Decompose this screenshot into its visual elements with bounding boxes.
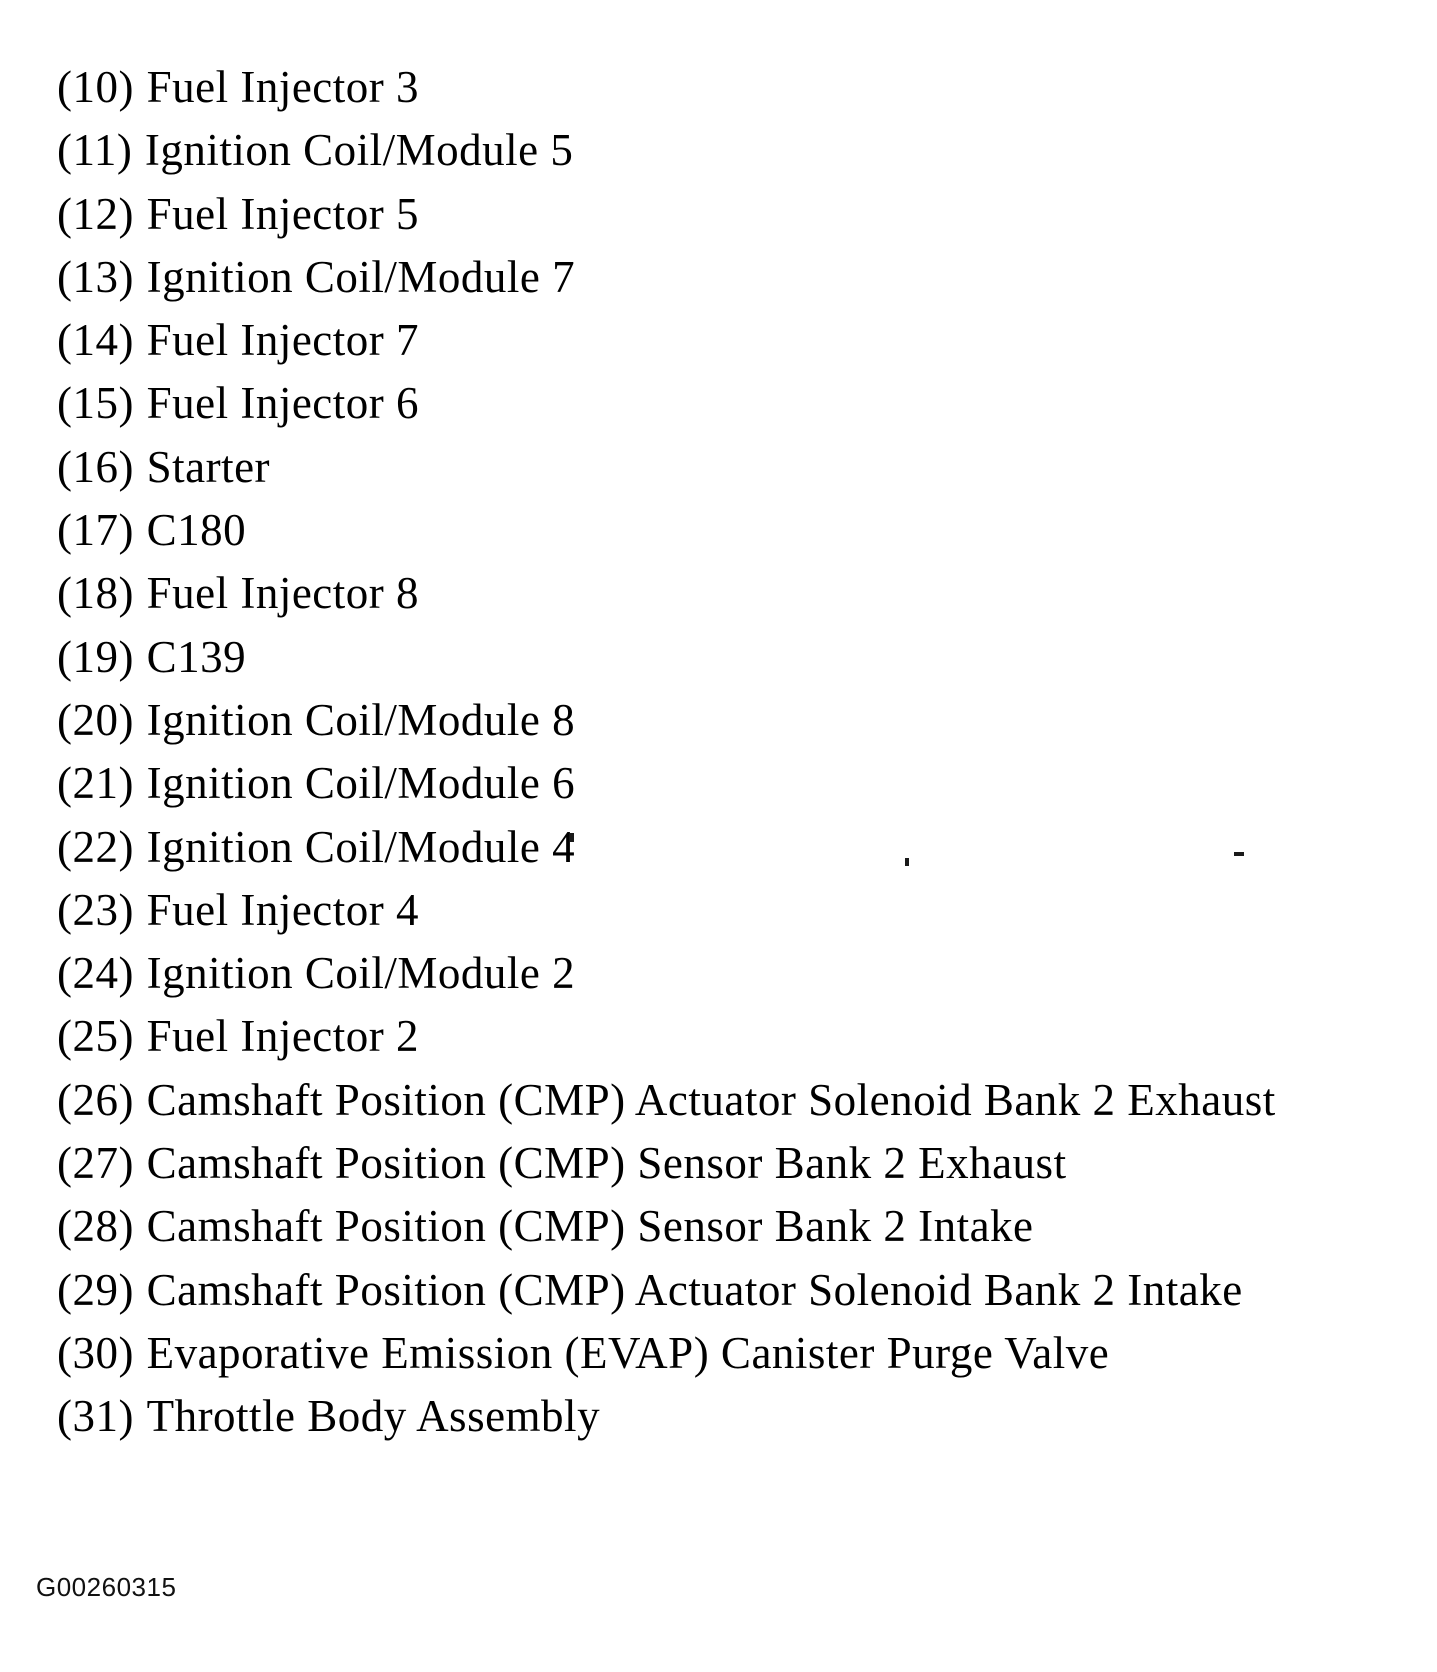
list-item: (31)Throttle Body Assembly bbox=[57, 1385, 1276, 1448]
item-number: (23) bbox=[57, 884, 134, 935]
scan-speck bbox=[1234, 852, 1244, 856]
list-item: (28)Camshaft Position (CMP) Sensor Bank … bbox=[57, 1195, 1276, 1258]
item-number: (10) bbox=[57, 62, 134, 112]
item-label: Fuel Injector 3 bbox=[146, 62, 420, 112]
item-label: Ignition Coil/Module 2 bbox=[146, 948, 576, 999]
item-number: (11) bbox=[57, 125, 133, 176]
list-item: (19)C139 bbox=[57, 626, 1276, 689]
item-number: (24) bbox=[57, 948, 134, 999]
list-item: (14)Fuel Injector 7 bbox=[57, 309, 1276, 372]
list-item: (27)Camshaft Position (CMP) Sensor Bank … bbox=[57, 1132, 1276, 1195]
item-number: (14) bbox=[57, 315, 134, 366]
figure-code: G00260315 bbox=[36, 1572, 177, 1602]
item-number: (16) bbox=[57, 441, 134, 492]
item-label: Camshaft Position (CMP) Actuator Solenoi… bbox=[146, 1074, 1276, 1125]
list-item: (18)Fuel Injector 8 bbox=[57, 562, 1276, 625]
list-item: (20)Ignition Coil/Module 8 bbox=[57, 689, 1276, 752]
list-item: (17)C180 bbox=[57, 499, 1276, 562]
item-label: Ignition Coil/Module 6 bbox=[146, 758, 576, 809]
item-label: Fuel Injector 7 bbox=[146, 315, 420, 366]
item-label: Fuel Injector 8 bbox=[146, 568, 420, 619]
item-number: (26) bbox=[57, 1074, 134, 1125]
item-number: (18) bbox=[57, 568, 134, 619]
item-label: Camshaft Position (CMP) Sensor Bank 2 Ex… bbox=[146, 1138, 1067, 1189]
item-number: (21) bbox=[57, 758, 134, 809]
item-number: (27) bbox=[57, 1138, 134, 1189]
item-label: Camshaft Position (CMP) Sensor Bank 2 In… bbox=[146, 1201, 1034, 1252]
item-label: Evaporative Emission (EVAP) Canister Pur… bbox=[146, 1327, 1110, 1378]
list-item: (12)Fuel Injector 5 bbox=[57, 183, 1276, 246]
item-number: (19) bbox=[57, 631, 134, 682]
list-item: (30)Evaporative Emission (EVAP) Canister… bbox=[57, 1322, 1276, 1385]
list-item: (16)Starter bbox=[57, 436, 1276, 499]
list-item: (13)Ignition Coil/Module 7 bbox=[57, 246, 1276, 309]
item-number: (13) bbox=[57, 251, 134, 302]
item-label: Ignition Coil/Module 4 bbox=[146, 821, 576, 872]
item-label: Starter bbox=[146, 441, 271, 492]
item-number: (28) bbox=[57, 1201, 134, 1252]
item-number: (12) bbox=[57, 188, 134, 239]
list-item: (23)Fuel Injector 4 bbox=[57, 879, 1276, 942]
item-number: (22) bbox=[57, 821, 134, 872]
item-label: Throttle Body Assembly bbox=[146, 1391, 601, 1442]
list-item: (26)Camshaft Position (CMP) Actuator Sol… bbox=[57, 1069, 1276, 1132]
item-number: (25) bbox=[57, 1011, 134, 1062]
component-list: (10)Fuel Injector 3 (11)Ignition Coil/Mo… bbox=[57, 56, 1276, 1449]
list-item: (22)Ignition Coil/Module 4 bbox=[57, 816, 1276, 879]
item-label: Fuel Injector 5 bbox=[146, 188, 420, 239]
item-number: (17) bbox=[57, 505, 134, 556]
item-label: Fuel Injector 2 bbox=[146, 1011, 420, 1062]
item-number: (31) bbox=[57, 1391, 134, 1442]
scan-speck bbox=[570, 833, 574, 842]
item-number: (15) bbox=[57, 378, 134, 429]
list-item: (21)Ignition Coil/Module 6 bbox=[57, 752, 1276, 815]
list-item: (10)Fuel Injector 3 bbox=[57, 56, 1276, 119]
item-label: Camshaft Position (CMP) Actuator Solenoi… bbox=[146, 1264, 1243, 1315]
item-label: Fuel Injector 6 bbox=[146, 378, 420, 429]
item-label: Ignition Coil/Module 8 bbox=[146, 694, 576, 745]
item-label: Fuel Injector 4 bbox=[146, 884, 420, 935]
list-item: (15)Fuel Injector 6 bbox=[57, 372, 1276, 435]
list-item: (24)Ignition Coil/Module 2 bbox=[57, 942, 1276, 1005]
item-number: (20) bbox=[57, 694, 134, 745]
item-label: Ignition Coil/Module 5 bbox=[144, 125, 574, 176]
item-number: (30) bbox=[57, 1327, 134, 1378]
list-item: (29)Camshaft Position (CMP) Actuator Sol… bbox=[57, 1259, 1276, 1322]
scan-speck bbox=[905, 858, 909, 866]
list-item: (25)Fuel Injector 2 bbox=[57, 1005, 1276, 1068]
item-label: C180 bbox=[146, 505, 247, 556]
item-label: Ignition Coil/Module 7 bbox=[146, 251, 576, 302]
list-item: (11)Ignition Coil/Module 5 bbox=[57, 119, 1276, 182]
item-number: (29) bbox=[57, 1264, 134, 1315]
item-label: C139 bbox=[146, 631, 247, 682]
